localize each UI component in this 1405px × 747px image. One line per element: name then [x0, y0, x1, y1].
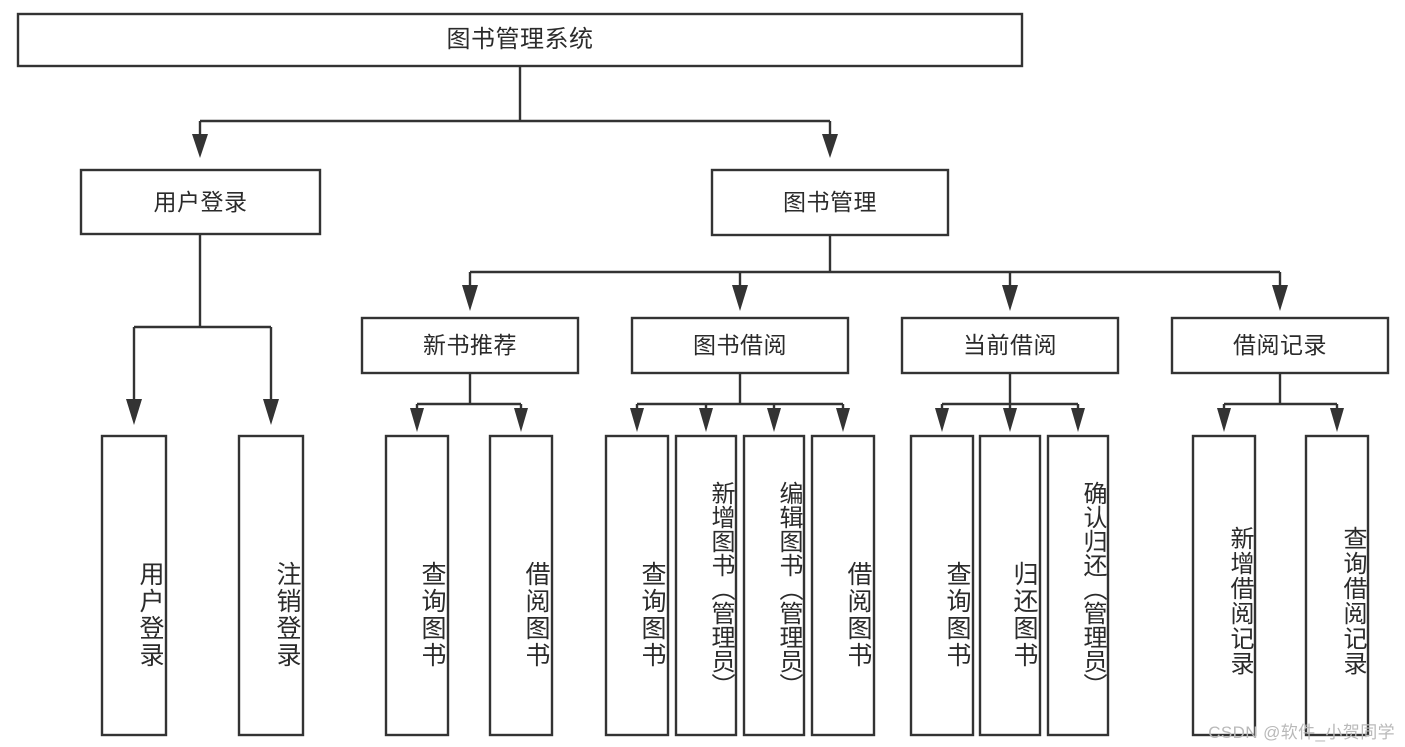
arrow-head-book-borrow-l3: [767, 408, 781, 432]
node-label-new-book-rec: 新书推荐: [423, 332, 517, 359]
leaf-label-borrow-book-2: 借阅图书: [844, 561, 872, 669]
arrow-head-borrow-record-l1: [1217, 408, 1231, 432]
arrow-head-to-borrow-record: [1272, 285, 1288, 311]
arrow-head-new-book-rec-l1: [410, 408, 424, 432]
arrow-head-book-borrow-l4: [836, 408, 850, 432]
leaf-box-borrow-book-2[interactable]: [810, 434, 876, 737]
arrow-head-to-current-borrow: [1002, 285, 1018, 311]
arrow-head-current-borrow-l2: [1003, 408, 1017, 432]
leaf-box-query-record[interactable]: [1304, 434, 1370, 737]
leaf-label-borrow-book-1: 借阅图书: [522, 561, 550, 669]
leaf-box-add-record[interactable]: [1191, 434, 1257, 737]
node-label-book-borrow: 图书借阅: [693, 332, 787, 359]
leaf-label-query-book-3: 查询图书: [943, 561, 971, 669]
node-box-new-book-rec[interactable]: [360, 316, 580, 375]
leaf-box-query-book-1[interactable]: [384, 434, 450, 737]
leaf-label-confirm-return: 确认归还（管理员）: [1079, 480, 1106, 697]
arrow-head-borrow-record-l2: [1330, 408, 1344, 432]
node-box-root[interactable]: [16, 12, 1024, 68]
leaf-label-logout: 注销登录: [273, 561, 301, 669]
node-box-current-borrow[interactable]: [900, 316, 1120, 375]
leaf-box-borrow-book-1[interactable]: [488, 434, 554, 737]
arrow-head-to-book-borrow: [732, 285, 748, 311]
leaf-label-query-book-2: 查询图书: [638, 561, 666, 669]
node-label-borrow-record: 借阅记录: [1233, 332, 1327, 359]
arrow-head-book-borrow-l1: [630, 408, 644, 432]
node-label-book-manage: 图书管理: [783, 189, 877, 216]
leaf-label-return-book: 归还图书: [1010, 561, 1038, 669]
arrow-head-user-login-leaf-1: [126, 399, 142, 425]
leaf-box-logout[interactable]: [237, 434, 305, 737]
arrow-head-root-to-user-login: [192, 134, 208, 158]
leaf-box-user-login[interactable]: [100, 434, 168, 737]
node-label-user-login: 用户登录: [153, 188, 248, 215]
arrow-head-current-borrow-l3: [1071, 408, 1085, 432]
arrow-head-root-to-book-manage: [822, 134, 838, 158]
leaf-box-add-book[interactable]: [674, 434, 738, 737]
leaf-label-query-record: 查询借阅记录: [1339, 526, 1366, 676]
leaf-label-query-book-1: 查询图书: [418, 561, 446, 669]
node-box-book-manage[interactable]: [710, 168, 950, 237]
leaf-label-edit-book: 编辑图书（管理员）: [775, 480, 802, 697]
leaf-label-add-record: 新增借阅记录: [1226, 526, 1253, 676]
leaf-label-add-book: 新增图书（管理员）: [707, 480, 734, 697]
node-box-book-borrow[interactable]: [630, 316, 850, 375]
arrow-head-to-new-book-rec: [462, 285, 478, 311]
node-label-root: 图书管理系统: [446, 26, 594, 54]
leaf-box-edit-book[interactable]: [742, 434, 806, 737]
leaf-box-return-book[interactable]: [978, 434, 1042, 737]
node-label-current-borrow: 当前借阅: [963, 332, 1057, 359]
arrow-head-book-borrow-l2: [699, 408, 713, 432]
leaf-label-user-login: 用户登录: [136, 561, 164, 669]
leaf-box-confirm-return[interactable]: [1046, 434, 1110, 737]
arrow-head-new-book-rec-l2: [514, 408, 528, 432]
arrow-head-user-login-leaf-2: [263, 399, 279, 425]
leaf-box-query-book-2[interactable]: [604, 434, 670, 737]
arrow-head-current-borrow-l1: [935, 408, 949, 432]
node-box-user-login[interactable]: [79, 168, 322, 236]
leaf-box-query-book-3[interactable]: [909, 434, 975, 737]
